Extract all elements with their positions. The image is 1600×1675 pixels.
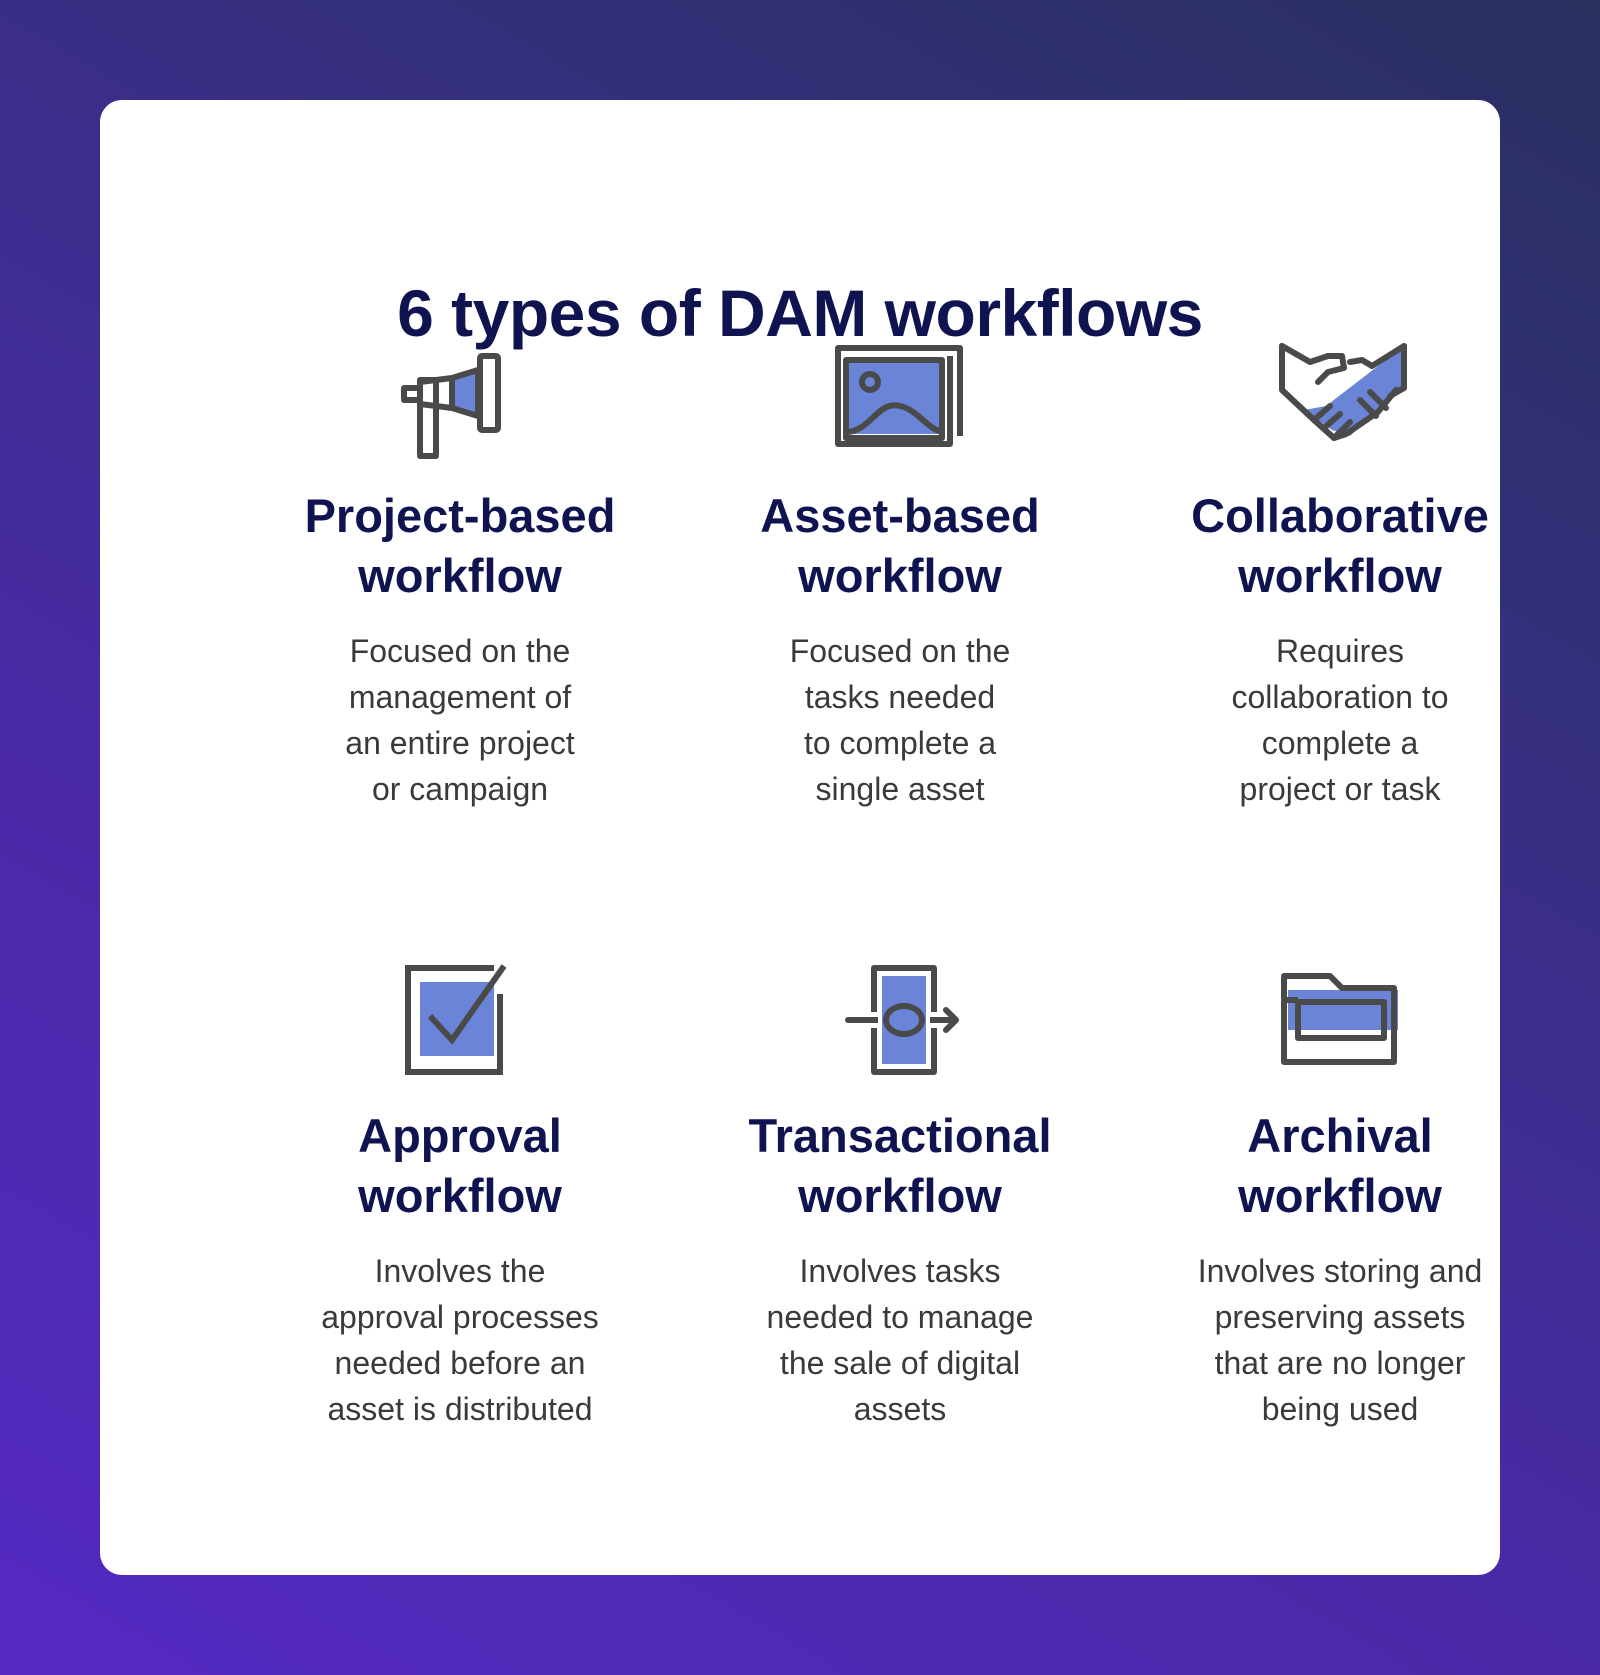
title-line: Approval <box>358 1109 562 1162</box>
title-line: workflow <box>1238 1169 1442 1222</box>
workflow-title: Approval workflow <box>280 1106 640 1226</box>
desc-line: or campaign <box>371 771 549 807</box>
workflow-grid: Project-based workflow Focused on the ma… <box>100 340 1500 1480</box>
workflow-title: Transactional workflow <box>720 1106 1080 1226</box>
title-line: Transactional <box>748 1109 1052 1162</box>
workflow-description: Involves the approval processes needed b… <box>280 1248 640 1432</box>
title-line: workflow <box>358 1169 562 1222</box>
checkbox-icon <box>390 960 530 1080</box>
desc-line: needed to manage <box>766 1299 1034 1335</box>
workflow-title: Asset-based workflow <box>720 486 1080 606</box>
desc-line: project or task <box>1239 771 1441 807</box>
title-line: Archival <box>1247 1109 1433 1162</box>
workflows-card: 6 types of DAM workflows <box>100 100 1500 1575</box>
desc-line: complete a <box>1261 725 1419 761</box>
desc-line: being used <box>1261 1391 1419 1427</box>
image-stack-icon <box>830 340 970 460</box>
desc-line: Involves the <box>374 1253 546 1289</box>
title-line: Collaborative <box>1191 489 1489 542</box>
desc-line: Focused on the <box>789 633 1011 669</box>
desc-line: to complete a <box>803 725 997 761</box>
workflow-item-asset-based: Asset-based workflow Focused on the task… <box>720 340 1080 900</box>
title-line: workflow <box>798 1169 1002 1222</box>
page-title: 6 types of DAM workflows <box>397 276 1203 350</box>
workflow-title: Project-based workflow <box>280 486 640 606</box>
workflow-description: Involves storing and preserving assets t… <box>1160 1248 1520 1432</box>
workflow-item-transactional: Transactional workflow Involves tasks ne… <box>720 960 1080 1520</box>
desc-line: Involves storing and <box>1197 1253 1483 1289</box>
desc-line: Involves tasks <box>799 1253 1001 1289</box>
desc-line: single asset <box>815 771 985 807</box>
desc-line: management of <box>348 679 572 715</box>
desc-line: that are no longer <box>1214 1345 1466 1381</box>
workflow-item-project-based: Project-based workflow Focused on the ma… <box>280 340 640 900</box>
title-line: Asset-based <box>760 489 1040 542</box>
desc-line: preserving assets <box>1214 1299 1466 1335</box>
desc-line: an entire project <box>345 725 575 761</box>
workflow-item-collaborative: Collaborative workflow Requires collabor… <box>1160 340 1520 900</box>
title-line: workflow <box>358 549 562 602</box>
title-line: workflow <box>798 549 1002 602</box>
desc-line: approval processes <box>321 1299 599 1335</box>
desc-line: Focused on the <box>349 633 571 669</box>
megaphone-icon <box>390 340 530 460</box>
workflow-description: Focused on the tasks needed to complete … <box>720 628 1080 812</box>
workflow-description: Focused on the management of an entire p… <box>280 628 640 812</box>
workflow-description: Requires collaboration to complete a pro… <box>1160 628 1520 812</box>
money-transfer-icon <box>830 960 970 1080</box>
title-line: workflow <box>1238 549 1442 602</box>
folder-icon <box>1270 960 1410 1080</box>
desc-line: the sale of digital <box>779 1345 1021 1381</box>
handshake-icon <box>1270 340 1410 460</box>
desc-line: asset is distributed <box>327 1391 593 1427</box>
workflow-item-archival: Archival workflow Involves storing and p… <box>1160 960 1520 1520</box>
workflow-description: Involves tasks needed to manage the sale… <box>720 1248 1080 1432</box>
workflow-item-approval: Approval workflow Involves the approval … <box>280 960 640 1520</box>
desc-line: collaboration to <box>1231 679 1449 715</box>
workflow-title: Archival workflow <box>1160 1106 1520 1226</box>
title-line: Project-based <box>304 489 616 542</box>
desc-line: Requires <box>1275 633 1405 669</box>
desc-line: assets <box>853 1391 947 1427</box>
desc-line: tasks needed <box>804 679 996 715</box>
desc-line: needed before an <box>334 1345 586 1381</box>
workflow-title: Collaborative workflow <box>1160 486 1520 606</box>
